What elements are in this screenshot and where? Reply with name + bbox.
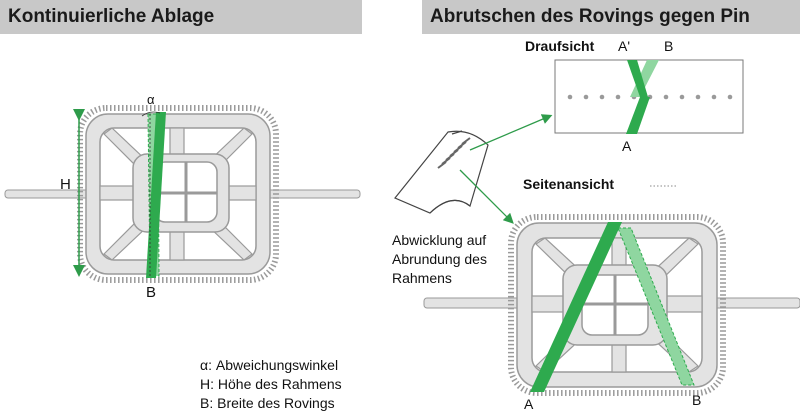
alpha-arc	[141, 111, 161, 117]
right-panel-title: Abrutschen des Rovings gegen Pin	[422, 0, 800, 34]
top-view-roving-lower	[626, 97, 650, 134]
top-view-label-b: B	[664, 38, 674, 54]
legend-alpha: α: Abweichungswinkel	[200, 357, 339, 373]
top-view-label-a: A	[622, 138, 632, 154]
frame-label-b: B	[692, 392, 702, 408]
legend-height: H: Höhe des Rahmens	[200, 376, 342, 392]
roving-width-label: B	[146, 284, 157, 301]
left-frame	[4, 105, 361, 283]
unrolling-sketch	[394, 130, 489, 214]
unrolling-caption-line-1: Abwicklung auf	[392, 232, 487, 248]
unrolling-caption-line-3: Rahmens	[392, 270, 452, 286]
height-label: H	[60, 176, 71, 193]
top-view-roving-upper	[627, 60, 648, 97]
legend-width: B: Breite des Rovings	[200, 395, 335, 411]
top-view-title: Draufsicht	[525, 38, 595, 54]
unrolling-caption-line-2: Abrundung des	[392, 251, 487, 267]
frame-label-a: A	[524, 396, 534, 412]
left-panel-title: Kontinuierliche Ablage	[0, 0, 362, 34]
arrow-to-side-view	[459, 169, 514, 224]
side-view-title: Seitenansicht	[523, 176, 615, 192]
arrow-to-top-view	[469, 114, 553, 151]
left-roving	[146, 112, 166, 278]
top-view-label-a-prime: A'	[618, 38, 631, 54]
alpha-label: α	[147, 92, 155, 107]
right-roving-slipped	[617, 227, 695, 386]
right-roving	[530, 222, 622, 392]
